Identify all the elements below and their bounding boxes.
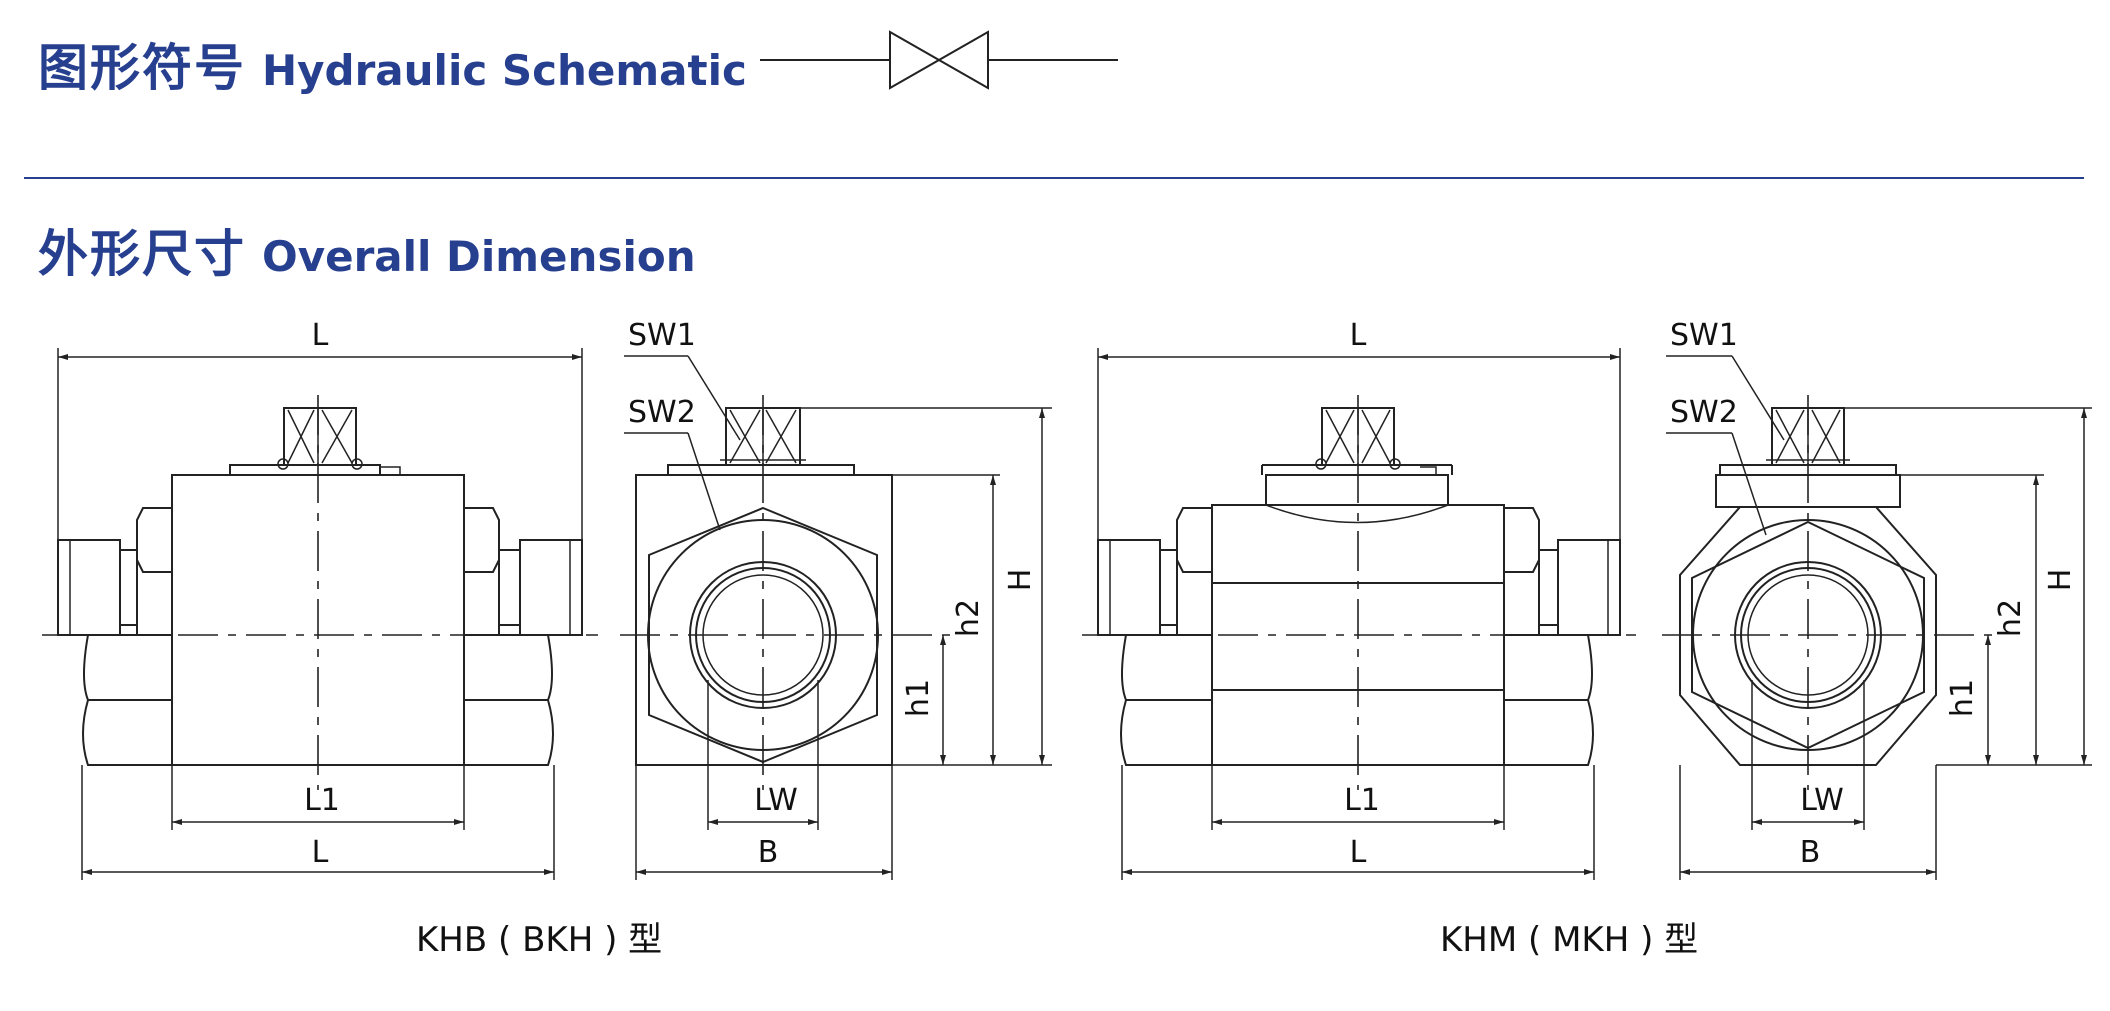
dimension-heading: 外形尺寸 Overall Dimension <box>38 214 696 286</box>
khb-dim-l-bottom: L <box>312 835 329 870</box>
valve-symbol-icon <box>760 30 1118 90</box>
khm-sw2-label: SW2 <box>1670 395 1738 430</box>
khm-dim-lw: LW <box>1800 783 1844 818</box>
khb-dim-h1: h1 <box>901 679 936 717</box>
schematic-title-en: Hydraulic Schematic <box>262 46 747 95</box>
khm-dim-h2: h2 <box>1993 599 2028 637</box>
khb-side-view: SW1 SW2 H h2 h1 LW <box>620 318 1052 880</box>
khm-dim-h: H <box>2043 569 2078 592</box>
khm-model-caption: KHM ( MKH ) 型 <box>1440 920 1699 960</box>
khb-dim-l-top: L <box>312 318 329 353</box>
khm-dim-h1: h1 <box>1945 679 1980 717</box>
khb-dim-b: B <box>758 835 779 870</box>
khb-dim-h: H <box>1003 569 1038 592</box>
khb-sw1-label: SW1 <box>628 318 696 353</box>
dimension-title-en: Overall Dimension <box>262 232 696 281</box>
khb-dim-lw: LW <box>754 783 798 818</box>
khm-sw1-label: SW1 <box>1670 318 1738 353</box>
khb-front-view: L L1 L <box>42 318 598 880</box>
khm-dim-b: B <box>1800 835 1821 870</box>
khm-front-view: L L1 L <box>1082 318 1636 880</box>
schematic-title-zh: 图形符号 <box>38 39 246 97</box>
khm-dim-l1: L1 <box>1344 783 1380 818</box>
khb-sw2-label: SW2 <box>628 395 696 430</box>
khb-dim-l1: L1 <box>304 783 340 818</box>
khm-dim-l-bottom: L <box>1350 835 1367 870</box>
section-divider <box>24 177 2084 179</box>
khb-dim-h2: h2 <box>951 599 986 637</box>
dimension-title-zh: 外形尺寸 <box>38 225 246 283</box>
schematic-heading: 图形符号 Hydraulic Schematic <box>38 28 747 100</box>
khm-side-view: SW1 SW2 H h2 h1 LW <box>1662 318 2092 880</box>
khb-model-caption: KHB ( BKH ) 型 <box>416 920 663 960</box>
khm-dim-l-top: L <box>1350 318 1367 353</box>
